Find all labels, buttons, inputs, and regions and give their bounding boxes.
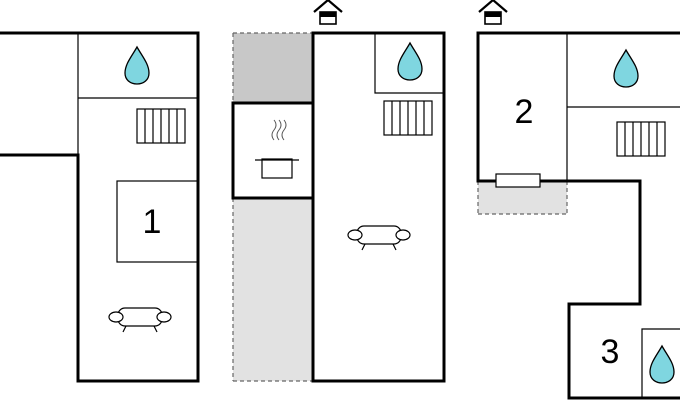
bed-icon	[116, 180, 199, 263]
entrance-icon	[477, 0, 509, 26]
unit-right-walls	[476, 31, 680, 400]
radiator-icon	[616, 121, 666, 157]
unit-right: 2 3	[476, 0, 680, 400]
radiator-icon	[136, 108, 186, 144]
room-number-3: 3	[601, 333, 620, 371]
radiator-icon	[383, 100, 433, 136]
bathroom-wall	[374, 33, 444, 94]
water-drop-icon	[397, 42, 423, 81]
shaded-area-light	[233, 198, 313, 381]
shaded-area-dark	[233, 33, 313, 103]
water-drop-icon	[613, 49, 639, 88]
unit-left: 1	[0, 31, 200, 383]
unit-middle-walls	[311, 31, 446, 383]
sofa-icon	[108, 307, 172, 333]
window-icon	[495, 173, 541, 188]
unit-middle	[231, 0, 446, 383]
kitchen-walls	[231, 101, 315, 200]
sofa-icon	[347, 225, 411, 251]
water-drop-icon	[124, 46, 150, 85]
bathroom-wall	[641, 328, 680, 398]
cooking-pot-icon	[255, 119, 299, 179]
room-number-2: 2	[515, 93, 534, 131]
room-number-1: 1	[143, 203, 162, 241]
unit-left-walls	[0, 31, 200, 383]
water-drop-icon	[649, 345, 675, 384]
entrance-icon	[312, 0, 344, 26]
